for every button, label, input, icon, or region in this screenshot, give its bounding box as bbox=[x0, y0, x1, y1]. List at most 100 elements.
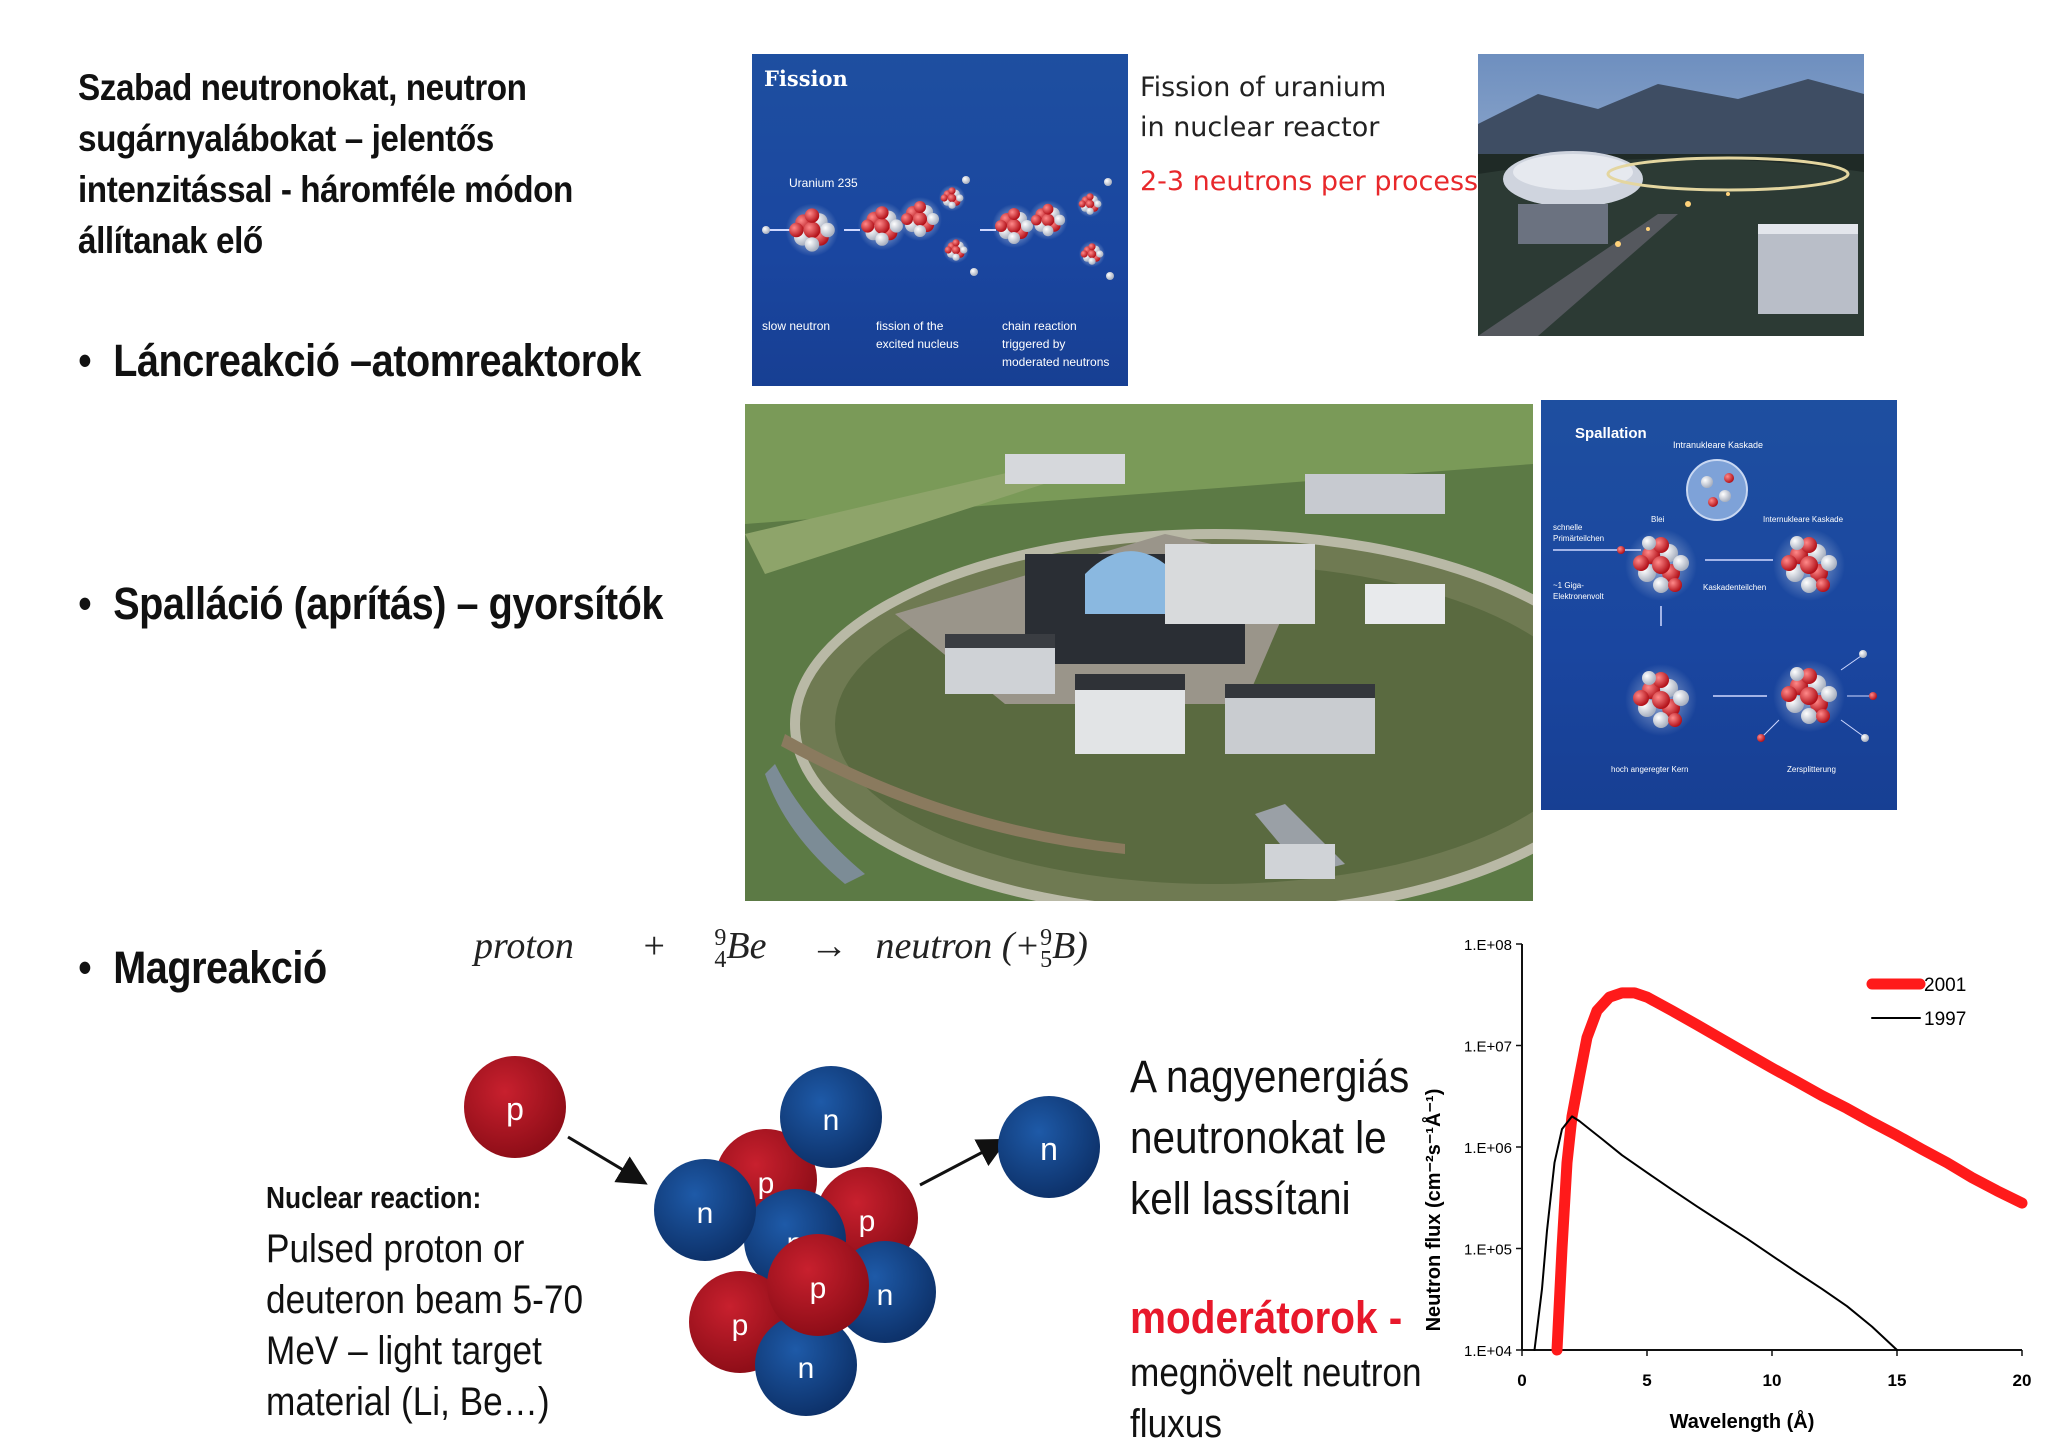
svg-text:p: p bbox=[810, 1272, 827, 1305]
y-tick-label: 1.E+05 bbox=[1464, 1242, 1512, 1259]
energy-label-1: ~1 Giga- bbox=[1553, 581, 1584, 590]
chain-label-3: moderated neutrons bbox=[1002, 355, 1109, 369]
excited-nucleus bbox=[1625, 664, 1697, 736]
aerial-photo-illustration bbox=[745, 404, 1533, 901]
bullet-dot: • bbox=[78, 942, 92, 993]
boron-mass-number: 9 bbox=[1040, 925, 1053, 952]
free-neutron bbox=[1106, 272, 1114, 280]
outgoing-neutron: n bbox=[998, 1096, 1100, 1198]
description-line: deuteron beam 5-70 bbox=[266, 1278, 584, 1322]
primary-label-2: Primärteilchen bbox=[1553, 534, 1604, 543]
boron-symbol: B) bbox=[1052, 925, 1088, 967]
nuclear-reaction-description: Pulsed proton or deuteron beam 5-70 MeV … bbox=[266, 1224, 583, 1428]
spallation-illustration: Spallation Intranukleare Kaskade schnell… bbox=[1553, 425, 1877, 774]
outgoing-arrow bbox=[919, 1138, 1008, 1187]
fission-caption-line-2: in nuclear reactor bbox=[1140, 112, 1380, 143]
svg-text:p: p bbox=[506, 1091, 524, 1127]
intro-line: sugárnyalábokat – jelentős bbox=[78, 118, 494, 159]
intro-line: állítanak elő bbox=[78, 220, 263, 261]
fragmentation-label: Zersplitterung bbox=[1787, 765, 1836, 774]
description-line: MeV – light target bbox=[266, 1329, 542, 1373]
svg-text:p: p bbox=[859, 1205, 876, 1238]
svg-text:n: n bbox=[877, 1279, 894, 1312]
fission-caption: Fission of uranium in nuclear reactor 2-… bbox=[1140, 68, 1478, 202]
intranuclear-cascade-bubble bbox=[1686, 459, 1748, 521]
nuclear-reaction-diagram: p p p n n n p n n p n bbox=[464, 1056, 1100, 1416]
bullet-dot: • bbox=[78, 578, 92, 629]
description-line: Pulsed proton or bbox=[266, 1227, 525, 1271]
y-tick-label: 1.E+07 bbox=[1464, 1039, 1512, 1056]
x-tick-label: 10 bbox=[1763, 1371, 1782, 1390]
moderators-label: moderátorok - bbox=[1130, 1292, 1403, 1343]
facility-photo-illustration bbox=[1478, 54, 1864, 336]
equation-arrow: → bbox=[809, 925, 848, 967]
chart-legend: 2001 1997 bbox=[1866, 975, 1966, 1030]
uranium-label: Uranium 235 bbox=[789, 176, 858, 190]
fission-diagram: Fission Uranium 235 slow neutron fission… bbox=[752, 54, 1128, 386]
free-neutron bbox=[1104, 178, 1112, 186]
svg-text:n: n bbox=[823, 1104, 840, 1137]
chain-label-2: triggered by bbox=[1002, 337, 1065, 351]
free-neutron bbox=[970, 268, 978, 276]
spallation-source-aerial-photo bbox=[745, 404, 1533, 901]
incoming-proton: p bbox=[464, 1056, 566, 1158]
x-tick-label: 5 bbox=[1642, 1371, 1651, 1390]
legend-label: 2001 bbox=[1924, 975, 1966, 996]
fission-label-1: fission of the bbox=[876, 319, 944, 333]
fission-label-2: excited nucleus bbox=[876, 337, 959, 351]
chain-label-1: chain reaction bbox=[1002, 319, 1077, 333]
description-line: material (Li, Be…) bbox=[266, 1380, 550, 1424]
slow-neutron-label: slow neutron bbox=[762, 319, 830, 333]
chain-fragment-b bbox=[1078, 240, 1106, 268]
svg-text:n: n bbox=[798, 1352, 815, 1385]
chain-nucleus-b bbox=[1028, 200, 1068, 240]
x-tick-label: 0 bbox=[1517, 1371, 1526, 1390]
spallation-title: Spallation bbox=[1575, 425, 1647, 442]
internuclear-nucleus bbox=[1773, 529, 1845, 601]
boron-atomic-number: 5 bbox=[1040, 947, 1053, 974]
internuclear-label: Internukleare Kaskade bbox=[1763, 515, 1844, 524]
cascade-particles-label: Kaskadenteilchen bbox=[1703, 583, 1766, 592]
uranium-nucleus bbox=[785, 203, 839, 257]
neutron-nucleon: n bbox=[755, 1314, 857, 1416]
fission-illustration: Fission Uranium 235 slow neutron fission… bbox=[762, 66, 1114, 369]
legend-label: 1997 bbox=[1924, 1009, 1966, 1030]
y-axis-label: Neutron flux (cm⁻²s⁻¹Å⁻¹) bbox=[1421, 1089, 1445, 1332]
lead-label: Blei bbox=[1651, 515, 1665, 524]
intro-line: intenzitással - háromféle módon bbox=[78, 169, 573, 210]
fragmented-nucleus bbox=[1773, 660, 1845, 732]
free-neutron bbox=[962, 176, 970, 184]
slow-neutron-dot bbox=[762, 226, 770, 234]
fission-caption-line-1: Fission of uranium bbox=[1140, 72, 1387, 103]
y-tick-label: 1.E+04 bbox=[1464, 1343, 1512, 1360]
moderation-line: A nagyenergiás bbox=[1130, 1051, 1410, 1102]
research-facility-photo bbox=[1478, 54, 1864, 336]
primary-label-1: schnelle bbox=[1553, 523, 1583, 532]
moderation-line: neutronokat le bbox=[1130, 1112, 1387, 1163]
intro-paragraph: Szabad neutronokat, neutron sugárnyalábo… bbox=[78, 62, 672, 266]
moderation-line: kell lassítani bbox=[1130, 1173, 1351, 1224]
equation-proton: proton bbox=[474, 925, 574, 967]
fission-title: Fission bbox=[764, 66, 848, 91]
nucleon-cluster: p p n n n p n n p bbox=[654, 1066, 936, 1416]
fission-fragment-a bbox=[938, 184, 966, 212]
svg-text:p: p bbox=[732, 1309, 749, 1342]
primary-particle bbox=[1617, 546, 1625, 554]
lead-nucleus bbox=[1625, 529, 1697, 601]
x-tick-label: 15 bbox=[1888, 1371, 1907, 1390]
bullet-spallation-label: Spalláció (aprítás) – gyorsítók bbox=[113, 578, 663, 629]
proton-nucleon: p bbox=[767, 1234, 869, 1336]
intro-line: Szabad neutronokat, neutron bbox=[78, 67, 527, 108]
bullet-spallation: • Spalláció (aprítás) – gyorsítók bbox=[78, 578, 663, 630]
beryllium-symbol: Be bbox=[726, 925, 767, 967]
bullet-dot: • bbox=[78, 335, 92, 386]
spallation-diagram: Spallation Intranukleare Kaskade schnell… bbox=[1541, 400, 1897, 810]
x-axis-label: Wavelength (Å) bbox=[1670, 1409, 1815, 1433]
moderation-text: A nagyenergiás neutronokat le kell lassí… bbox=[1130, 1046, 1409, 1229]
incoming-arrow bbox=[567, 1135, 648, 1185]
excited-nucleus-label: hoch angeregter Kern bbox=[1611, 765, 1688, 774]
